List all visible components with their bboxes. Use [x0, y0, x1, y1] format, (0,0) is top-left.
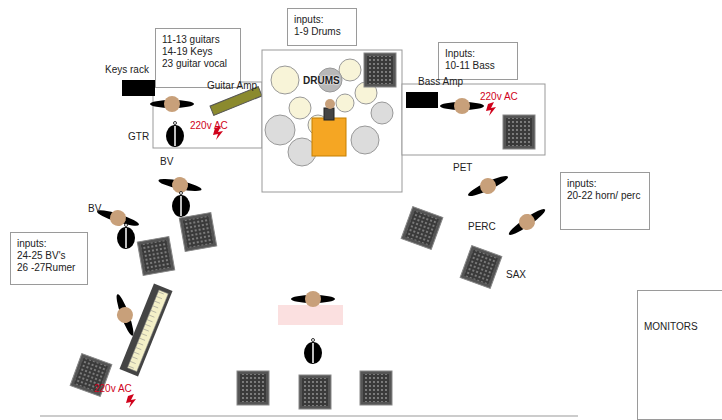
power-symbol: [486, 102, 496, 116]
box-text: 20-22 horn/ perc: [567, 190, 643, 202]
drum-riser: [262, 50, 402, 192]
power-label: 220v AC: [94, 383, 132, 395]
drums-label: DRUMS: [303, 75, 340, 87]
box-text: Inputs:: [445, 48, 511, 60]
box-text: inputs:: [567, 178, 643, 190]
monitor-wedge: [364, 53, 396, 87]
power-label: 220v AC: [190, 120, 228, 132]
riser-mark: [278, 305, 343, 325]
horn-player: [504, 203, 549, 241]
power-label: 220v AC: [480, 91, 518, 103]
box-text: 26 -27Rumer: [17, 262, 81, 274]
player-label: BV: [160, 156, 173, 168]
amp-label: Guitar Amp: [207, 80, 257, 92]
bass-amp: [406, 92, 438, 108]
mic-stand: [166, 122, 184, 148]
monitors-box: MONITORS: [637, 290, 722, 420]
player-label: GTR: [128, 131, 149, 143]
mic-stand: [172, 192, 190, 218]
monitor-wedge: [137, 236, 174, 275]
guitarist: [150, 96, 194, 112]
input-box: inputs:24-25 BV's26 -27Rumer: [10, 232, 88, 285]
power-symbol: [126, 394, 136, 408]
lead-singer: [291, 291, 335, 307]
monitor-wedge: [360, 371, 392, 405]
keys-player: [110, 292, 140, 339]
box-text: 14-19 Keys: [162, 46, 234, 58]
input-box: inputs:20-22 horn/ perc: [560, 172, 650, 230]
monitor-wedge: [503, 115, 535, 149]
player-label: BV: [88, 203, 101, 215]
player-label: PERC: [468, 221, 496, 233]
box-text: inputs:: [17, 238, 81, 250]
horn-player: [465, 169, 512, 202]
monitor-wedge: [460, 246, 502, 289]
monitor-wedge: [179, 212, 216, 251]
monitor-wedge: [237, 371, 269, 405]
box-text: 1-9 Drums: [294, 26, 350, 38]
guitar-area: [153, 82, 262, 148]
bassist: [440, 98, 484, 114]
mic-stand: [117, 224, 135, 250]
stage-edge: [40, 416, 578, 417]
input-box: 11-13 guitars14-19 Keys23 guitar vocal: [155, 28, 241, 88]
box-text: MONITORS: [644, 321, 716, 333]
input-box: inputs:1-9 Drums: [287, 8, 357, 46]
box-text: 23 guitar vocal: [162, 58, 234, 70]
player-label: PET: [453, 162, 472, 174]
rack-label: Keys rack: [105, 64, 149, 76]
keys-rack: [122, 80, 155, 96]
box-text: 24-25 BV's: [17, 250, 81, 262]
bv-singer: [95, 204, 142, 233]
mic-stand: [304, 339, 322, 365]
box-text: inputs:: [294, 14, 350, 26]
box-text: 11-13 guitars: [162, 34, 234, 46]
box-text: 10-11 Bass: [445, 60, 511, 72]
player-label: SAX: [506, 269, 526, 281]
monitor-wedge: [401, 207, 443, 250]
bass-area: [402, 84, 545, 155]
input-box: Inputs:10-11 Bass: [438, 42, 518, 80]
monitor-wedge: [299, 375, 331, 409]
amp-label: Bass Amp: [418, 76, 463, 88]
